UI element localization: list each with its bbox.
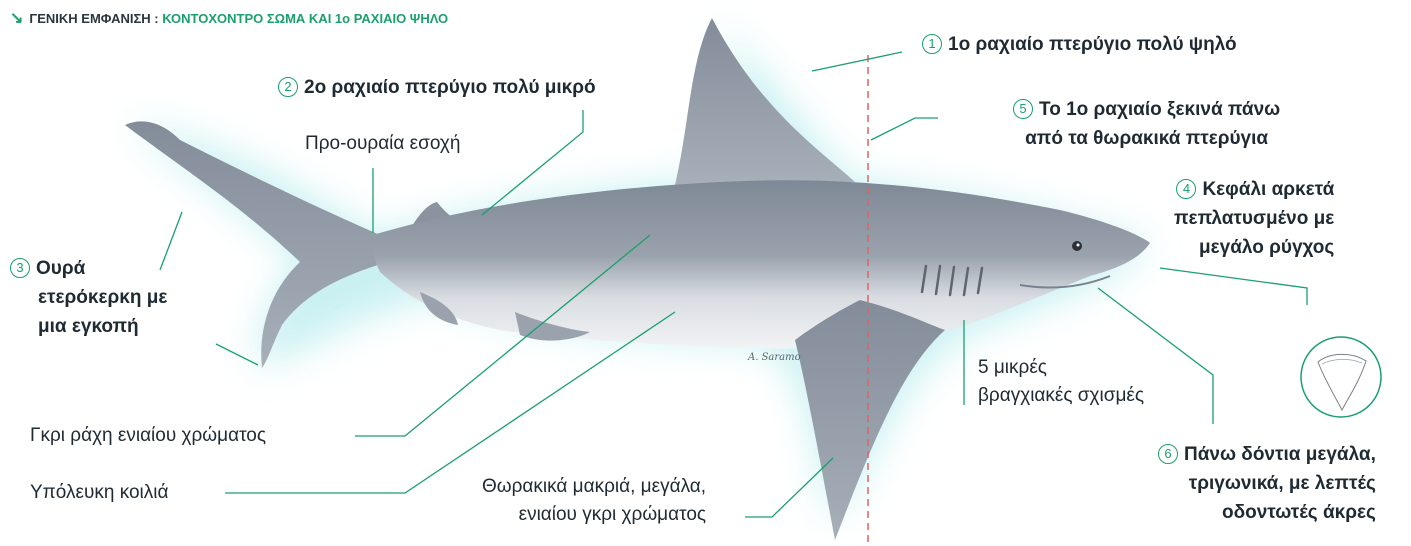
back-label: Γκρι ράχη ενιαίου χρώματος	[30, 422, 266, 450]
belly-label: Υπόλευκη κοιλιά	[30, 479, 168, 507]
callout-text: Το 1ο ραχιαίο ξεκινά πάνω	[1039, 99, 1280, 120]
callout-text: Ουρά	[36, 258, 85, 279]
callout-4: 4 Κεφάλι αρκετά πεπλατυσμένο με μεγάλο ρύ…	[1174, 175, 1334, 262]
artist-signature: A. Saramo	[748, 352, 801, 363]
shark-body	[370, 180, 1150, 348]
callout-text: Πάνω δόντια μεγάλα,	[1184, 444, 1376, 465]
callout-2: 2 2ο ραχιαίο πτερύγιο πολύ μικρό	[278, 73, 596, 102]
callout-number: 2	[278, 77, 298, 97]
gills-label: 5 μικρές βραγχιακές σχισμές	[978, 354, 1144, 410]
callout-number: 4	[1176, 179, 1196, 199]
callout-6: 6 Πάνω δόντια μεγάλα, τριγωνικά, με λεπτέ…	[1158, 440, 1376, 527]
callout-3: 3 Ουρά ετερόκερκη με μια εγκοπή	[10, 254, 167, 341]
callout-5: 5 Το 1ο ραχιαίο ξεκινά πάνω από τα θωρακι…	[1013, 95, 1280, 153]
first-dorsal-fin	[675, 18, 855, 185]
callout-text: ετερόκερκη με	[10, 283, 167, 312]
callout-text: μια εγκοπή	[10, 312, 167, 341]
callout-text: από τα θωρακικά πτερύγια	[1013, 124, 1280, 153]
callout-text: τριγωνικά, με λεπτές	[1158, 469, 1376, 498]
pectoral-label-line: Θωρακικά μακριά, μεγάλα,	[482, 473, 706, 501]
pectoral-fin	[795, 300, 945, 540]
gills-label-line: 5 μικρές	[978, 354, 1144, 382]
callout-number: 5	[1013, 99, 1033, 119]
callout-text: Κεφάλι αρκετά	[1202, 179, 1334, 200]
header: ↘ ΓΕΝΙΚΗ ΕΜΦΑΝΙΣΗ : ΚΟΝΤΟΧΟΝΤΡΟ ΣΩΜΑ ΚΑΙ …	[10, 8, 448, 28]
callout-text: 2ο ραχιαίο πτερύγιο πολύ μικρό	[304, 77, 596, 98]
pectoral-label-line: ενιαίου γκρι χρώματος	[482, 501, 706, 529]
arrow-icon: ↘	[10, 10, 23, 27]
tooth-icon	[1301, 337, 1381, 417]
header-value: ΚΟΝΤΟΧΟΝΤΡΟ ΣΩΜΑ ΚΑΙ 1ο ΡΑΧΙΑΙΟ ΨΗΛΟ	[162, 11, 448, 26]
precaudal-label: Προ-ουραία εσοχή	[305, 130, 460, 158]
header-key: ΓΕΝΙΚΗ ΕΜΦΑΝΙΣΗ :	[29, 11, 158, 26]
callout-text: μεγάλο ρύγχος	[1174, 233, 1334, 262]
callout-number: 3	[10, 258, 30, 278]
callout-text: πεπλατυσμένο με	[1174, 204, 1334, 233]
callout-number: 1	[922, 34, 942, 54]
pectoral-label: Θωρακικά μακριά, μεγάλα, ενιαίου γκρι χρ…	[482, 473, 706, 529]
callout-number: 6	[1158, 444, 1178, 464]
callout-text: οδοντωτές άκρες	[1158, 498, 1376, 527]
callout-1: 1 1ο ραχιαίο πτερύγιο πολύ ψηλό	[922, 30, 1237, 59]
gills-label-line: βραγχιακές σχισμές	[978, 382, 1144, 410]
callout-text: 1ο ραχιαίο πτερύγιο πολύ ψηλό	[948, 34, 1237, 55]
